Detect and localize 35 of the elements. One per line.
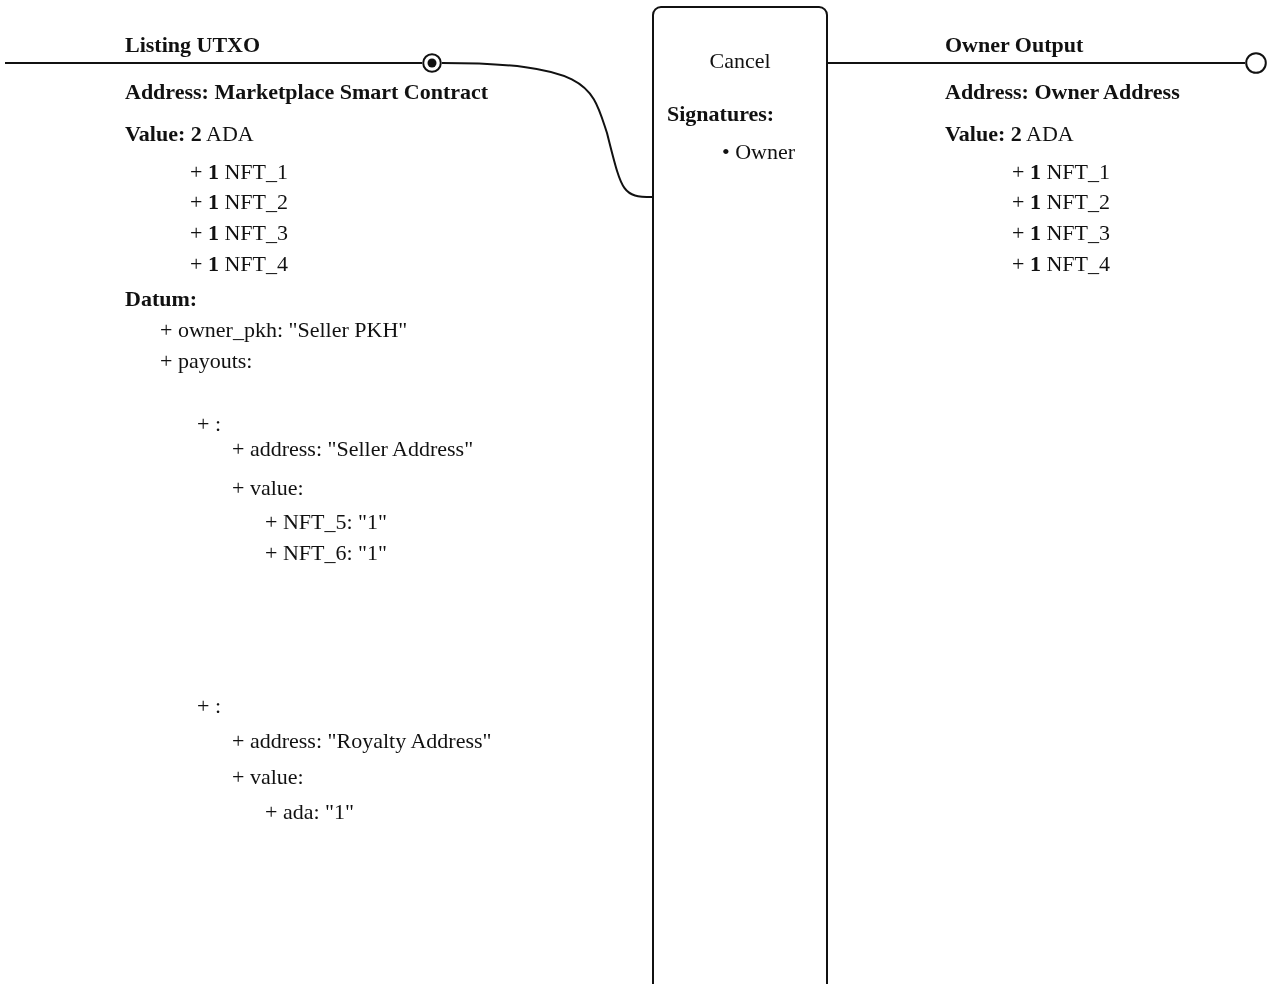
signer-item: • Owner xyxy=(722,139,796,165)
datum-field: + address: "Seller Address" xyxy=(232,436,474,462)
heading: Owner Output xyxy=(945,32,1084,58)
asset-line: + 1 NFT_1 xyxy=(190,159,288,185)
asset-line: + 1 NFT_4 xyxy=(1012,251,1110,277)
datum-field: + NFT_6: "1" xyxy=(265,540,388,566)
connector-line xyxy=(441,62,653,198)
transaction-name: Cancel xyxy=(708,48,772,74)
datum-field: + NFT_5: "1" xyxy=(265,509,388,535)
asset-line: + 1 NFT_3 xyxy=(190,220,288,246)
payout-entry: + : xyxy=(197,411,222,437)
asset-line: + 1 NFT_2 xyxy=(1012,189,1110,215)
signatures-heading: Signatures: xyxy=(667,101,775,127)
datum-field: + payouts: xyxy=(160,348,253,374)
asset-line: + 1 NFT_1 xyxy=(1012,159,1110,185)
address-line: Address: Marketplace Smart Contract xyxy=(125,79,489,105)
payout-entry: + : xyxy=(197,693,222,719)
datum-field: + value: xyxy=(232,475,304,501)
connector-line xyxy=(4,62,423,64)
value-line: Value: 2 ADA xyxy=(125,121,254,147)
asset-line: + 1 NFT_2 xyxy=(190,189,288,215)
address-line: Address: Owner Address xyxy=(945,79,1180,105)
spent-utxo-marker xyxy=(422,53,442,73)
output-marker xyxy=(1245,52,1267,74)
datum-heading: Datum: xyxy=(125,286,198,312)
value-line: Value: 2 ADA xyxy=(945,121,1074,147)
transaction-box xyxy=(652,6,828,984)
heading: Listing UTXO xyxy=(125,32,261,58)
asset-line: + 1 NFT_4 xyxy=(190,251,288,277)
datum-field: + address: "Royalty Address" xyxy=(232,728,492,754)
datum-field: + value: xyxy=(232,764,304,790)
asset-line: + 1 NFT_3 xyxy=(1012,220,1110,246)
connector-line xyxy=(827,62,1246,64)
datum-field: + owner_pkh: "Seller PKH" xyxy=(160,317,408,343)
datum-field: + ada: "1" xyxy=(265,799,354,825)
